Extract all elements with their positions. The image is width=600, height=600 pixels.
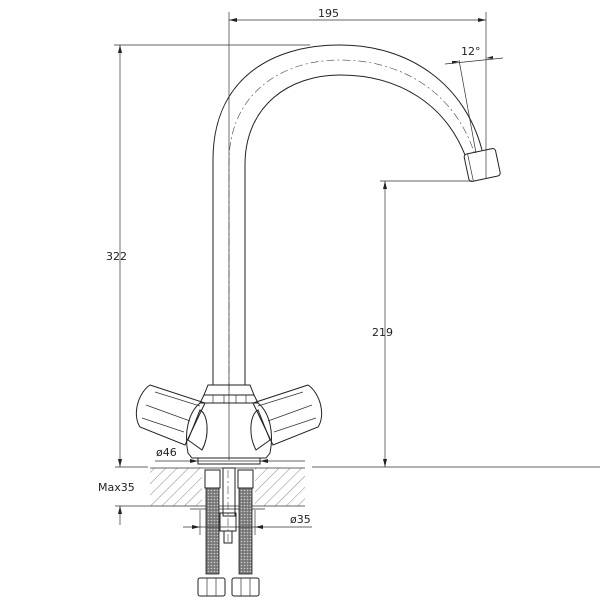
dimension-spout-reach: 195: [228, 7, 487, 460]
dimension-base-diameter: ø46: [155, 446, 305, 463]
aerator-nozzle: [463, 148, 501, 182]
max-thickness-label: Max35: [98, 481, 135, 494]
base-diameter-label: ø46: [156, 446, 177, 459]
dimension-spout-height: 219: [372, 180, 472, 467]
hole-diameter-label: ø35: [290, 513, 311, 526]
spout-height-label: 219: [372, 326, 393, 339]
dimension-total-height: 322: [106, 44, 310, 467]
dimension-hole-diameter: ø35: [183, 510, 312, 535]
dimension-max-thickness: Max35: [98, 481, 135, 525]
spout-reach-label: 195: [318, 7, 339, 20]
supply-hoses: [197, 467, 260, 597]
spout: [212, 44, 501, 390]
dimension-spout-angle: 12°: [444, 45, 504, 154]
countertop-section: [115, 466, 600, 510]
left-handle: [135, 384, 208, 451]
total-height-label: 322: [106, 250, 127, 263]
spout-angle-label: 12°: [461, 45, 481, 58]
mixer-body: [186, 384, 272, 465]
right-handle: [250, 384, 323, 451]
